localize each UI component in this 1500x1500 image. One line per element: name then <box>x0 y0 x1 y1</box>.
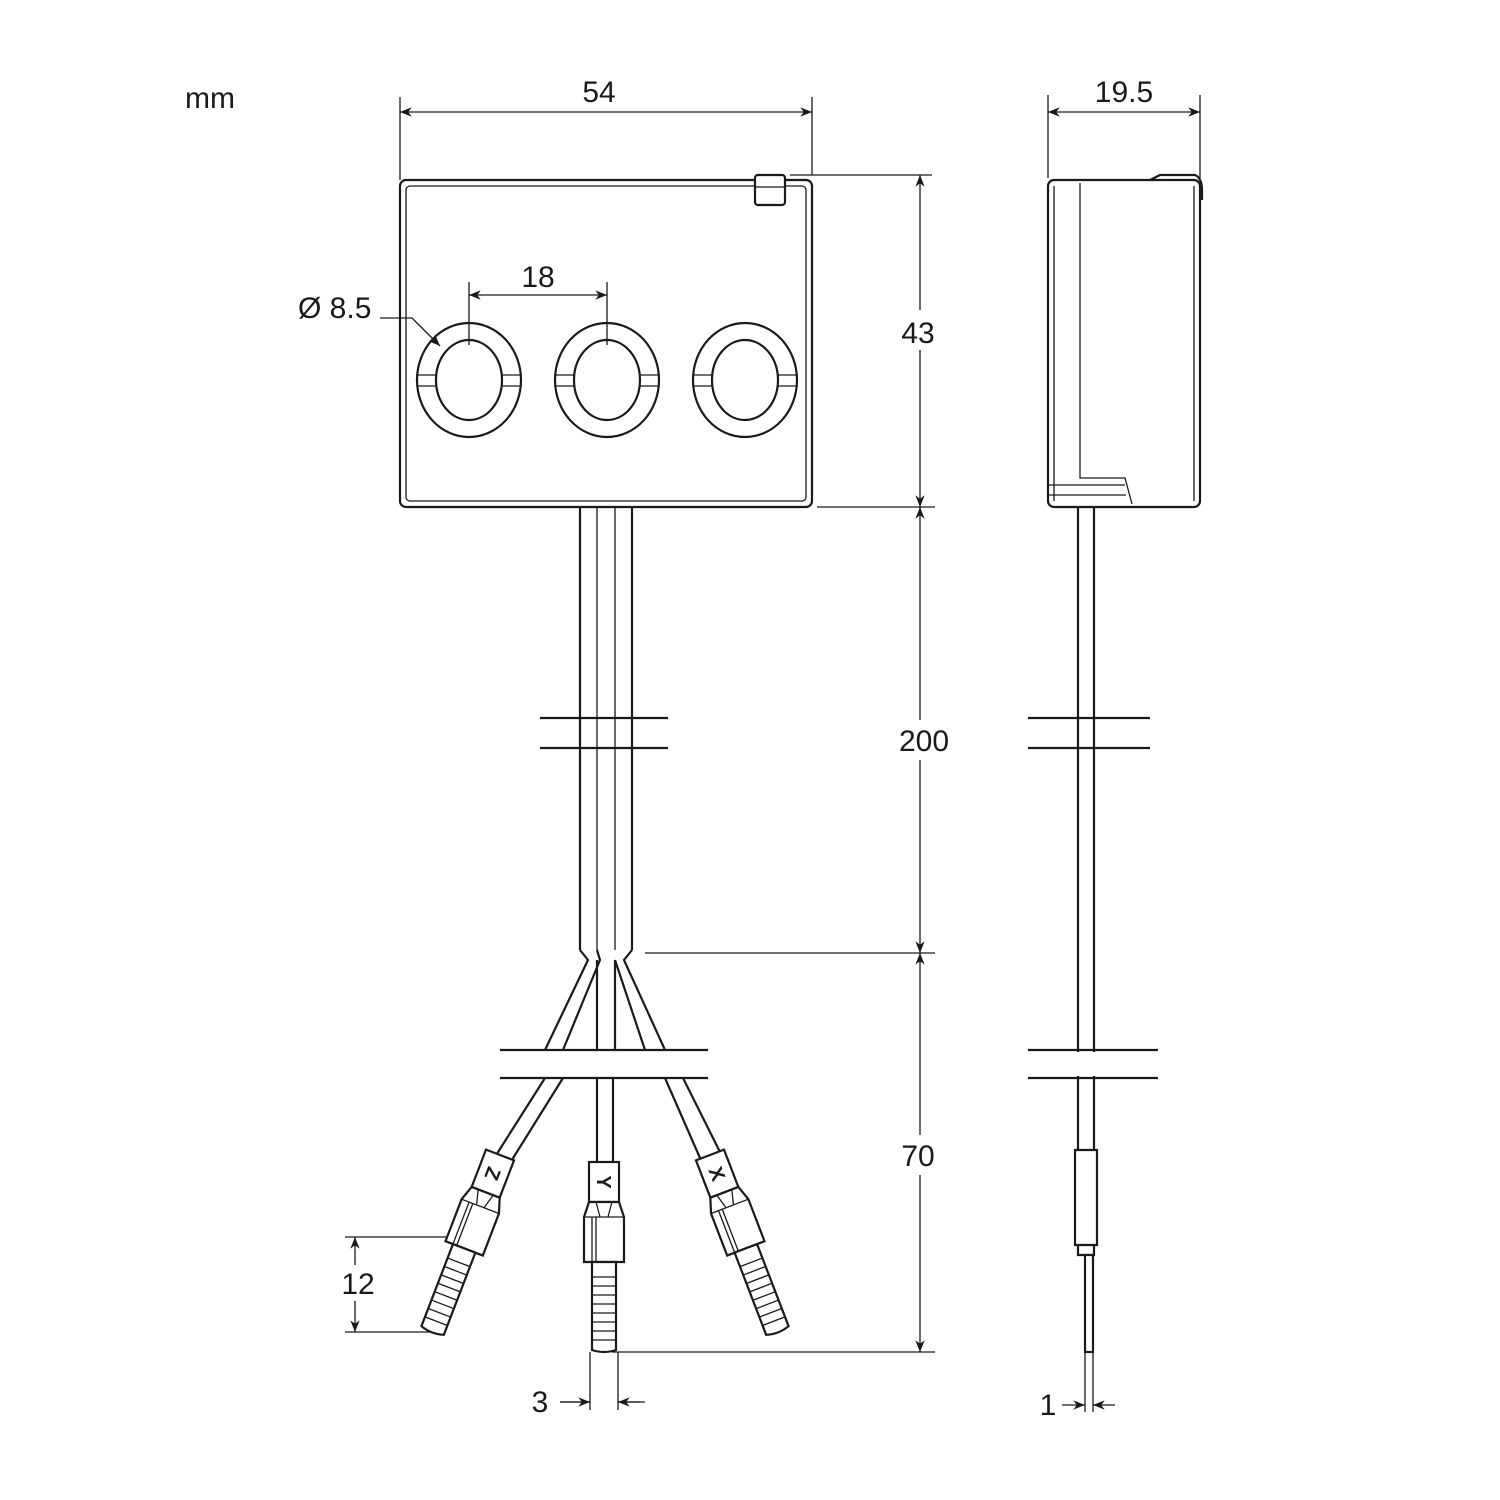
lead-wires <box>544 949 667 1051</box>
dimensions: 54 19.5 18 Ø 8.5 43 200 70 12 3 1 <box>298 76 1201 1422</box>
dim-width: 54 <box>582 76 615 109</box>
side-connector <box>1073 1148 1099 1257</box>
side-pin <box>1083 1253 1095 1354</box>
svg-text:Y: Y <box>592 1175 614 1189</box>
hole-3 <box>691 321 799 439</box>
dim-hole-spacing: 18 <box>521 261 554 294</box>
dim-depth: 19.5 <box>1095 76 1153 109</box>
dim-cable-length: 200 <box>899 725 949 758</box>
dim-pin-thickness: 1 <box>1040 1389 1057 1422</box>
dim-pin-length: 12 <box>341 1268 374 1301</box>
housing-side <box>1046 178 1202 509</box>
connector-y: Y <box>582 1160 626 1354</box>
housing-front <box>398 178 814 509</box>
dim-hole-diameter: Ø 8.5 <box>298 292 371 325</box>
connector-z: Z <box>412 1146 520 1341</box>
cable-holes <box>415 321 799 439</box>
dim-height: 43 <box>901 317 934 350</box>
front-view: Z Y X <box>398 173 814 1354</box>
break-lines <box>500 1048 708 1080</box>
dim-pin-width: 3 <box>532 1386 549 1419</box>
side-cable <box>1076 507 1096 1150</box>
dim-lead-length: 70 <box>901 1140 934 1173</box>
side-view <box>1027 173 1204 1354</box>
housing-tab <box>753 173 787 207</box>
connector-x: X <box>690 1146 798 1341</box>
units-label: mm <box>185 82 235 115</box>
